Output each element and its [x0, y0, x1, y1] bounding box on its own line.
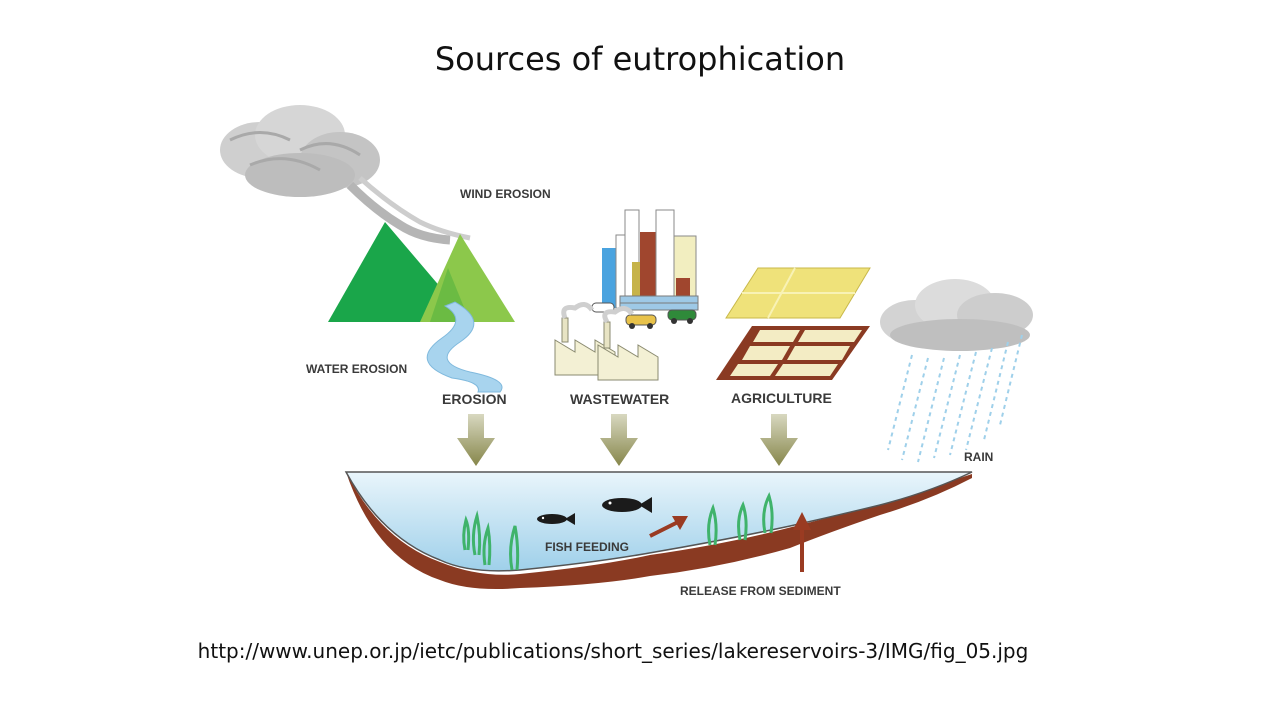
label-erosion: EROSION: [442, 391, 507, 407]
sediment-release-arrow-icon: [793, 512, 811, 572]
rain-cloud-icon: [880, 279, 1033, 351]
source-url: http://www.unep.or.jp/ietc/publications/…: [197, 639, 1029, 663]
city-buildings-icon: [602, 209, 699, 311]
river-icon: [426, 301, 503, 393]
label-agriculture: AGRICULTURE: [731, 390, 832, 406]
label-water-erosion: WATER EROSION: [306, 362, 407, 376]
fish-icon: [537, 513, 575, 525]
fields-icon: [716, 267, 871, 380]
label-wastewater: WASTEWATER: [570, 391, 669, 407]
lake-sediment: [346, 472, 972, 589]
wind-cloud-icon: [220, 105, 471, 245]
label-fish-feeding: FISH FEEDING: [545, 540, 629, 554]
slide-title: Sources of eutrophication: [434, 40, 846, 78]
rain-drops-icon: [887, 334, 1023, 463]
label-wind-erosion: WIND EROSION: [460, 187, 551, 201]
fish-icon: [602, 497, 652, 513]
label-rain: RAIN: [964, 450, 993, 464]
lake-water: [344, 471, 973, 572]
inflow-arrow-erosion-icon: [457, 414, 495, 466]
factories-icon: [554, 302, 659, 381]
label-release-from-sediment: RELEASE FROM SEDIMENT: [680, 584, 841, 598]
cars-icon: [591, 302, 697, 329]
fish-feeding-arrow-icon: [649, 516, 688, 538]
inflow-arrow-agriculture-icon: [760, 414, 798, 466]
aquatic-plants-icon: [462, 491, 774, 571]
inflow-arrow-wastewater-icon: [600, 414, 638, 466]
